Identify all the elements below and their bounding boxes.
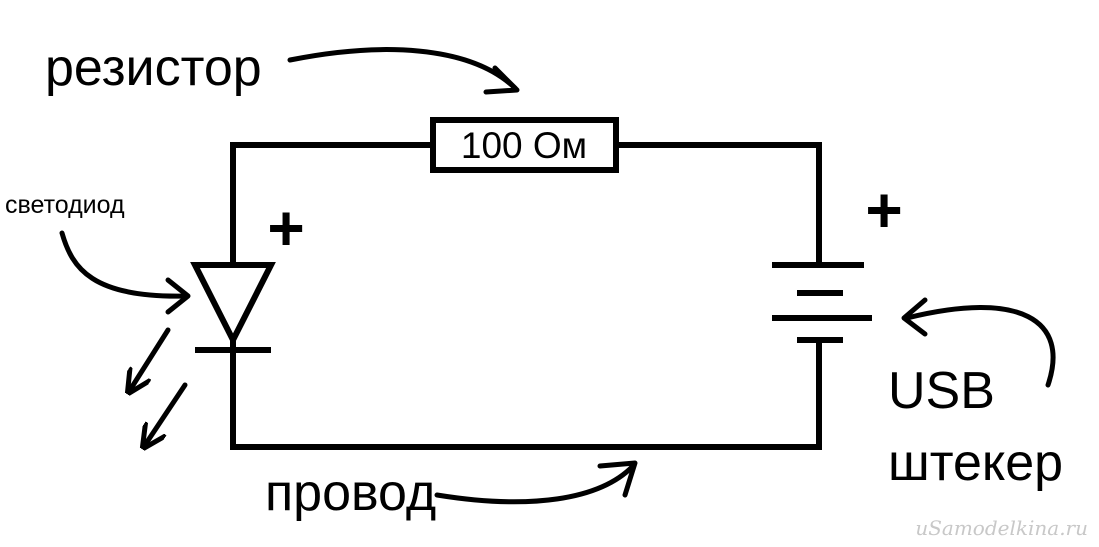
- usb-plug-label: штекер: [888, 434, 1063, 492]
- led-symbol: +: [190, 192, 305, 353]
- resistor: 100 Ом: [430, 117, 619, 173]
- resistor-value: 100 Ом: [461, 125, 587, 166]
- usb-pointer-head: [901, 297, 928, 337]
- emission-arrow-2: [145, 382, 188, 445]
- diode-triangle: [190, 262, 276, 347]
- wire-pointer-head: [597, 460, 638, 498]
- led-pointer-arrow: [59, 230, 188, 299]
- battery-symbol: +: [772, 174, 903, 343]
- resistor-pointer-head: [483, 65, 520, 95]
- usb-label: USB: [888, 362, 995, 420]
- led-pointer-head: [165, 277, 191, 315]
- wire-label: провод: [265, 464, 436, 522]
- emission-arrow-1: [130, 327, 171, 390]
- resistor-pointer-arrow: [287, 47, 518, 91]
- circuit-wires: [230, 142, 822, 450]
- wire-pointer-arrow: [434, 463, 636, 505]
- battery-plus-sign: +: [865, 174, 902, 246]
- usb-pointer-arrow: [904, 305, 1056, 388]
- led-label: светодиод: [5, 191, 125, 219]
- watermark: uSamodelkina.ru: [915, 516, 1088, 540]
- resistor-body: [430, 117, 619, 173]
- resistor-label: резистор: [45, 39, 262, 97]
- led-plus-sign: +: [267, 192, 304, 264]
- light-emission-arrows: [130, 327, 188, 445]
- pointer-arrows: [59, 47, 1056, 505]
